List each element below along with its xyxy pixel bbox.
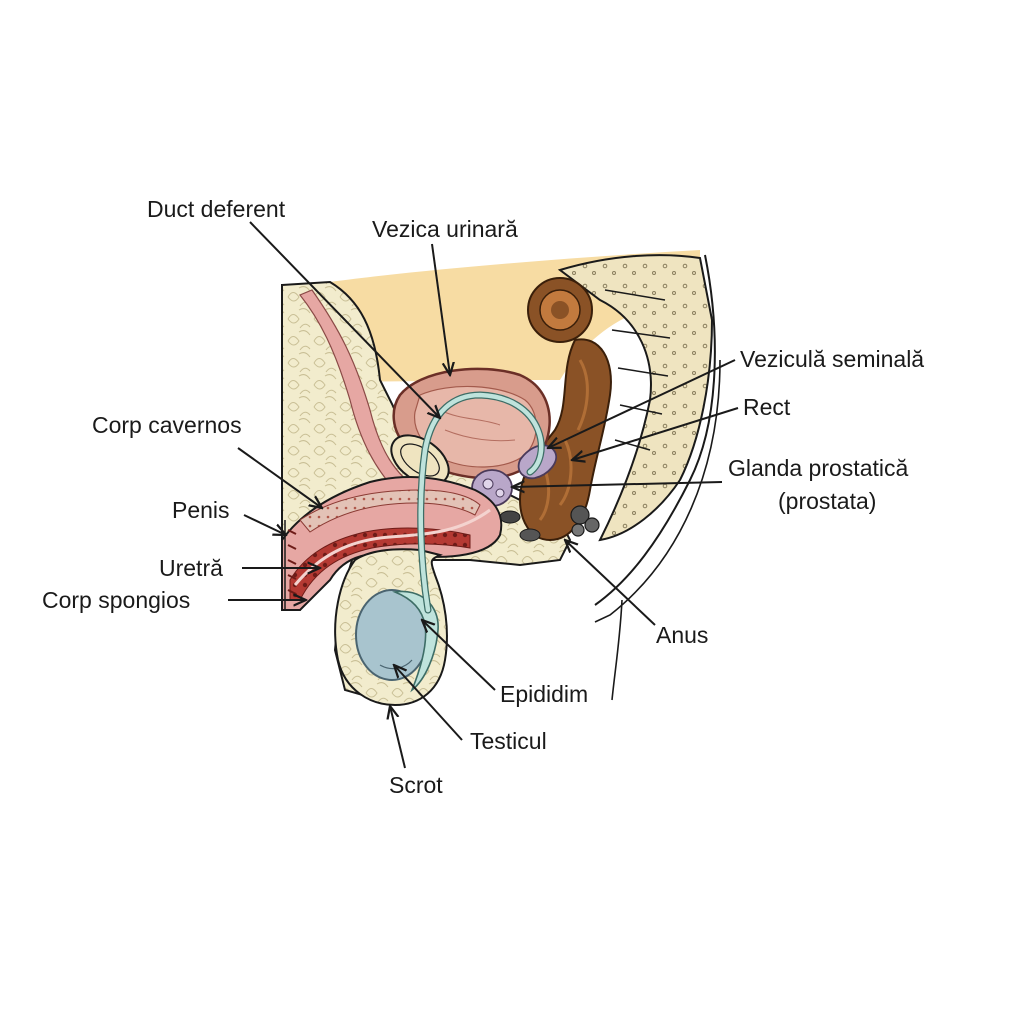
leader-rect xyxy=(572,407,739,460)
label-vezica-urinara: Vezica urinară xyxy=(372,216,518,242)
epididymis-shape xyxy=(392,590,439,693)
leader-vezicula-seminala xyxy=(548,359,736,448)
leader-duct-deferent xyxy=(249,221,440,418)
leader-glanda-prostatica xyxy=(512,482,723,487)
label-duct-deferent: Duct deferent xyxy=(147,196,286,222)
leader-vezica-urinara xyxy=(431,243,450,375)
label-rect: Rect xyxy=(743,394,791,420)
label-testicul: Testicul xyxy=(470,728,547,754)
corpus-cavernosum-shape xyxy=(299,489,481,533)
anal-sphincter xyxy=(570,505,600,537)
leader-epididim xyxy=(422,620,496,691)
leader-corp-cavernos xyxy=(237,447,322,508)
label-glanda-prostatica-alt: (prostata) xyxy=(778,488,877,514)
label-penis: Penis xyxy=(172,497,230,523)
label-glanda-prostatica: Glanda prostatică xyxy=(728,455,909,481)
leader-penis xyxy=(243,514,286,535)
sacrum-vertebrae xyxy=(557,254,714,542)
buttock-outline xyxy=(594,254,716,606)
label-scrot: Scrot xyxy=(389,772,443,798)
label-corp-cavernos: Corp cavernos xyxy=(92,412,242,438)
corpus-spongiosum-shape xyxy=(289,527,471,601)
leader-anus xyxy=(565,540,656,626)
label-epididim: Epididim xyxy=(500,681,589,707)
label-corp-spongios: Corp spongios xyxy=(42,587,191,613)
leader-scrot xyxy=(390,706,406,769)
leader-lines xyxy=(228,221,739,769)
label-uretra: Uretră xyxy=(159,555,223,581)
label-anus: Anus xyxy=(656,622,709,648)
label-vezicula-seminala: Veziculă seminală xyxy=(740,346,925,372)
leader-testicul xyxy=(394,665,463,741)
